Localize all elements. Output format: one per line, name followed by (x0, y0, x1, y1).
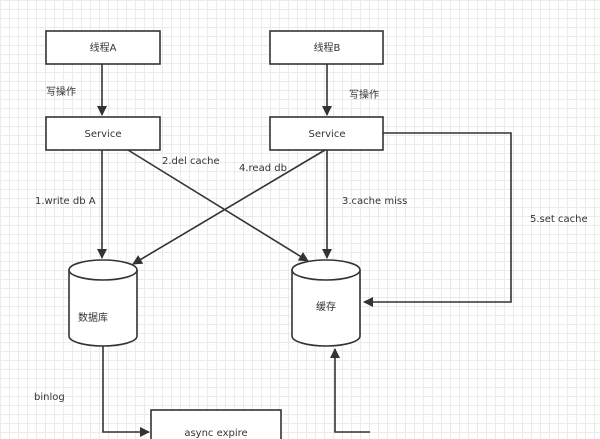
node-database-label: 数据库 (78, 311, 108, 324)
edge-binlog (102, 345, 150, 437)
label-cache-miss: 3.cache miss (342, 196, 407, 207)
label-del-cache: 2.del cache (162, 156, 220, 167)
label-set-cache: 5.set cache (530, 214, 588, 225)
label-write-op-a: 写操作 (46, 85, 76, 98)
node-service-a: Service (45, 116, 161, 151)
edge-set-cache (363, 132, 512, 307)
node-cache-label: 缓存 (316, 300, 336, 313)
label-read-db: 4.read db (239, 163, 287, 174)
edges (97, 64, 512, 437)
edge-del-cache (127, 149, 309, 262)
label-binlog: binlog (34, 392, 65, 403)
node-thread-b: 线程B (269, 30, 384, 65)
node-service-b-label: Service (309, 129, 346, 140)
label-write-db: 1.write db A (35, 196, 96, 207)
edge-read-db (132, 149, 326, 265)
node-cache: 缓存 (291, 259, 361, 347)
node-service-a-label: Service (85, 129, 122, 140)
node-thread-a-label: 线程A (90, 41, 117, 54)
edge-async-expire-to-cache (330, 348, 370, 433)
node-async-expire: async expire (150, 409, 282, 439)
label-write-op-b: 写操作 (349, 88, 379, 101)
node-thread-b-label: 线程B (314, 41, 341, 54)
node-async-expire-label: async expire (184, 428, 247, 439)
node-thread-a: 线程A (45, 30, 161, 65)
node-database: 数据库 (68, 259, 138, 347)
node-service-b: Service (269, 116, 384, 151)
